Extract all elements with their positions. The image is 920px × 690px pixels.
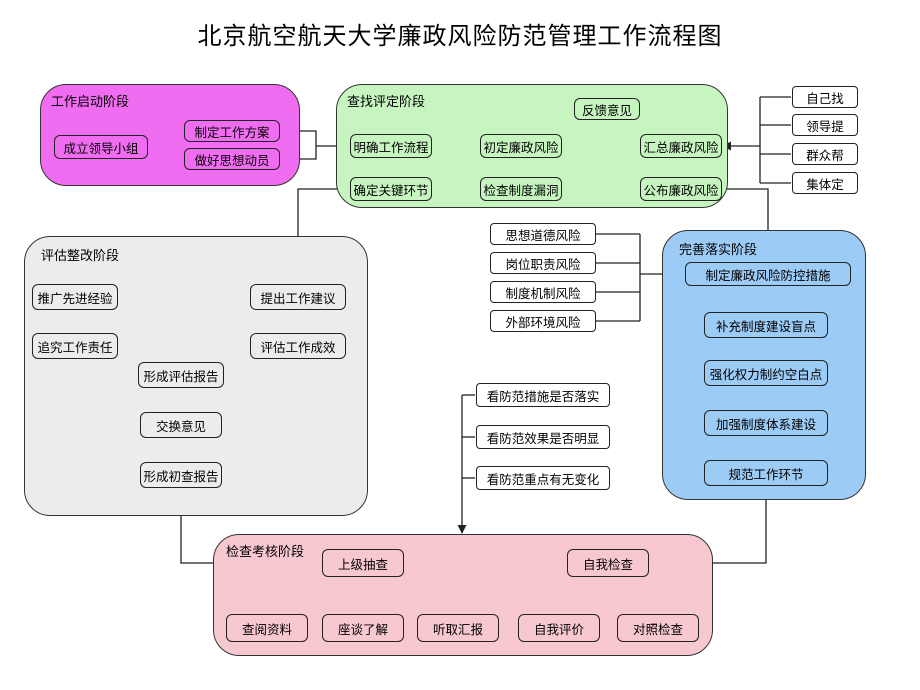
node-accountability[interactable]: 追究工作责任 <box>32 333 118 359</box>
node-check-loopholes[interactable]: 检查制度漏洞 <box>480 177 562 201</box>
stage-start-label: 工作启动阶段 <box>51 95 130 110</box>
risk-post-duty[interactable]: 岗位职责风险 <box>490 252 596 274</box>
source-self[interactable]: 自己找 <box>792 86 858 108</box>
node-key-links[interactable]: 确定关键环节 <box>350 177 432 201</box>
node-listen-report[interactable]: 听取汇报 <box>417 614 499 642</box>
node-work-suggestions[interactable]: 提出工作建议 <box>250 284 346 310</box>
node-clarify-process[interactable]: 明确工作流程 <box>350 134 432 158</box>
node-self-evaluation[interactable]: 自我评价 <box>518 614 600 642</box>
node-power-restraint[interactable]: 强化权力制约空白点 <box>704 360 828 386</box>
node-fill-gaps[interactable]: 补充制度建设盲点 <box>704 312 828 338</box>
risk-institutional[interactable]: 制度机制风险 <box>490 281 596 303</box>
node-assessment-report[interactable]: 形成评估报告 <box>138 362 224 388</box>
node-control-measures[interactable]: 制定廉政风险防控措施 <box>685 262 851 286</box>
node-exchange-views[interactable]: 交换意见 <box>140 412 222 438</box>
node-review-materials[interactable]: 查阅资料 <box>226 614 308 642</box>
stage-implement-label: 完善落实阶段 <box>679 243 758 258</box>
node-discussion[interactable]: 座谈了解 <box>322 614 404 642</box>
check-measures[interactable]: 看防范措施是否落实 <box>476 383 610 407</box>
node-work-plan[interactable]: 制定工作方案 <box>184 120 280 142</box>
node-mobilize[interactable]: 做好思想动员 <box>184 148 280 170</box>
node-compare-check[interactable]: 对照检查 <box>617 614 699 642</box>
source-leader[interactable]: 领导提 <box>792 114 858 136</box>
risk-moral[interactable]: 思想道德风险 <box>490 223 596 245</box>
node-initial-report[interactable]: 形成初查报告 <box>140 462 222 488</box>
stage-inspect-label: 检查考核阶段 <box>226 545 305 560</box>
node-feedback[interactable]: 反馈意见 <box>574 98 640 120</box>
node-evaluate-results[interactable]: 评估工作成效 <box>250 333 346 359</box>
node-leader-group[interactable]: 成立领导小组 <box>54 135 148 159</box>
risk-external[interactable]: 外部环境风险 <box>490 310 596 332</box>
node-system-building[interactable]: 加强制度体系建设 <box>704 410 828 436</box>
check-focus[interactable]: 看防范重点有无变化 <box>476 466 610 490</box>
node-spot-check[interactable]: 上级抽查 <box>322 549 404 577</box>
check-effect[interactable]: 看防范效果是否明显 <box>476 425 610 449</box>
stage-evaluate-label: 评估整改阶段 <box>41 249 120 264</box>
node-summarize-risk[interactable]: 汇总廉政风险 <box>640 134 722 158</box>
node-self-check[interactable]: 自我检查 <box>567 549 649 577</box>
node-standardize[interactable]: 规范工作环节 <box>704 460 828 486</box>
node-initial-risk[interactable]: 初定廉政风险 <box>480 134 562 158</box>
stage-find-label: 查找评定阶段 <box>347 95 426 110</box>
source-collective[interactable]: 集体定 <box>792 172 858 194</box>
source-public[interactable]: 群众帮 <box>792 143 858 165</box>
node-promote-experience[interactable]: 推广先进经验 <box>32 284 118 310</box>
node-publish-risk[interactable]: 公布廉政风险 <box>640 177 722 201</box>
page-title: 北京航空航天大学廉政风险防范管理工作流程图 <box>197 22 723 50</box>
